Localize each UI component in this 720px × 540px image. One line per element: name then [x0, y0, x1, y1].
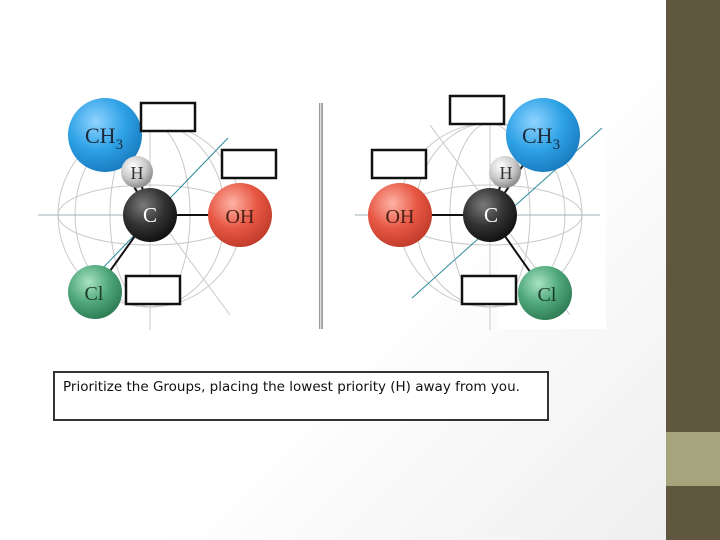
left-chlorine-atom: Cl [68, 265, 122, 319]
right-hydrogen-label: H [500, 163, 513, 183]
left-chlorine-label: Cl [85, 283, 104, 305]
left-box-methyl[interactable] [139, 101, 197, 133]
side-bar-bottom [666, 486, 720, 540]
right-methyl-subscript: 3 [553, 137, 561, 153]
left-molecule: CH3 H C OH Cl [38, 98, 278, 330]
left-answer-boxes [124, 101, 278, 306]
right-hydroxyl-atom: OH [368, 183, 432, 247]
left-hydrogen-atom: H [121, 156, 153, 188]
side-bar-accent [666, 432, 720, 486]
svg-text:CH3: CH3 [85, 123, 123, 153]
right-methyl-label: CH [522, 123, 553, 148]
left-methyl-label: CH [85, 123, 116, 148]
left-box-hydroxyl[interactable] [220, 148, 278, 180]
side-bar-top [666, 0, 720, 432]
right-chlorine-atom: Cl [518, 266, 572, 320]
instruction-caption: Prioritize the Groups, placing the lowes… [53, 371, 549, 421]
mirror-plane [319, 103, 323, 329]
right-box-chlorine[interactable] [460, 274, 518, 306]
left-box-chlorine[interactable] [124, 274, 182, 306]
right-molecule: CH3 H C OH Cl [355, 94, 606, 330]
left-carbon-label: C [143, 203, 157, 227]
right-carbon-label: C [484, 203, 498, 227]
right-hydrogen-atom: H [489, 156, 521, 188]
left-methyl-atom: CH3 [68, 98, 142, 172]
right-box-methyl[interactable] [448, 94, 506, 126]
left-hydroxyl-atom: OH [208, 183, 272, 247]
left-hydrogen-label: H [131, 163, 144, 183]
right-chlorine-label: Cl [538, 284, 557, 306]
left-methyl-subscript: 3 [116, 137, 124, 153]
right-methyl-atom: CH3 [506, 98, 580, 172]
right-hydroxyl-label: OH [386, 206, 415, 228]
right-answer-boxes [370, 94, 518, 306]
right-carbon-atom: C [463, 188, 517, 242]
left-carbon-atom: C [123, 188, 177, 242]
left-hydroxyl-label: OH [226, 206, 255, 228]
right-box-hydroxyl[interactable] [370, 148, 428, 180]
svg-text:CH3: CH3 [522, 123, 560, 153]
